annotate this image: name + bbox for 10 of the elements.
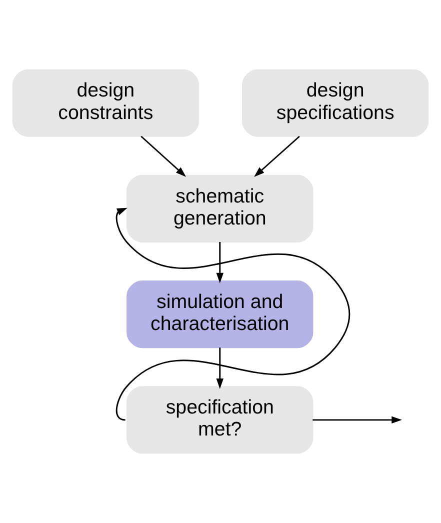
arrow — [140, 136, 186, 177]
node-box: schematic generation — [126, 174, 314, 242]
arrow — [216, 242, 224, 284]
arrow — [312, 416, 402, 424]
node-box: simulation and characterisation — [126, 280, 314, 348]
arrow — [216, 348, 224, 389]
node-box: specification met? — [126, 386, 314, 454]
node-box: design constraints — [12, 69, 200, 137]
node-box: design specifications — [242, 69, 429, 137]
arrow — [254, 136, 300, 177]
